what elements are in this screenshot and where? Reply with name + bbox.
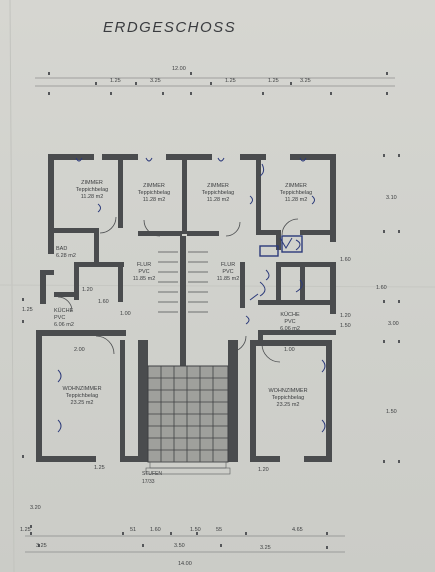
dim-top: 3.25	[150, 78, 161, 84]
dim-left: 1.00	[120, 311, 131, 317]
dim-top-overall: 12.00	[172, 66, 186, 72]
dim-right: 1.60	[376, 285, 387, 291]
dim-left-bottom: 3.20	[30, 505, 41, 511]
room-area: 11.28 m2	[142, 196, 166, 203]
door-swings	[57, 216, 299, 363]
room-area: 11.28 m2	[206, 196, 230, 203]
window-markings	[57, 157, 326, 433]
dim-bottom-small: 1.25	[20, 527, 31, 533]
room-area: 23.25 m2	[276, 401, 300, 408]
room-name: FLUR	[136, 262, 152, 268]
top-dimension-line	[35, 77, 395, 87]
room-area: 6.06 m2	[280, 325, 300, 332]
room-area: 6.06 m2	[54, 321, 74, 328]
dim-top: 1.25	[110, 78, 121, 84]
dim-bottom: 3.25	[260, 545, 271, 551]
dim-right: 1.60	[340, 257, 351, 263]
room-floor: PVC	[138, 268, 150, 275]
room-name: FLUR	[220, 262, 236, 268]
room-area: 11.85 m2	[216, 275, 240, 282]
room-name: WOHNZIMMER	[62, 386, 102, 392]
dim-bottom: 1.50	[190, 527, 201, 533]
dim-left: 1.60	[98, 299, 109, 305]
room-zimmer-4: ZIMMER Teppichbelag 11.28 m2	[274, 183, 318, 204]
paper-crease	[9, 0, 15, 572]
room-name: ZIMMER	[207, 183, 229, 189]
room-zimmer-3: ZIMMER Teppichbelag 11.28 m2	[196, 183, 240, 204]
room-area: 11.28 m2	[80, 193, 104, 200]
room-name: BAD	[56, 246, 68, 252]
left-dimension-ticks	[22, 298, 32, 535]
dim-right: 1.50	[386, 409, 397, 415]
room-name: KÜCHE	[54, 308, 74, 314]
dim-top: 1.25	[225, 78, 236, 84]
dim-right: 3.00	[388, 321, 399, 327]
dim-bottom-mid: 3.50	[174, 543, 185, 549]
room-name: KÜCHE	[280, 312, 300, 318]
room-floor: Teppichbelag	[279, 189, 313, 196]
room-floor: PVC	[222, 268, 234, 275]
room-floor: PVC	[284, 318, 296, 325]
dim-interior: 1.00	[284, 347, 295, 353]
room-name: WOHNZIMMER	[268, 388, 308, 394]
room-wohnzimmer-left: WOHNZIMMER Teppichbelag 23.25 m2	[52, 386, 112, 407]
room-zimmer-1: ZIMMER Teppichbelag 11.28 m2	[70, 180, 114, 201]
room-flur-left: FLUR PVC 11.85 m2	[124, 262, 164, 283]
dim-bottom-overall: 14.00	[178, 561, 192, 567]
stair-upper	[158, 251, 208, 313]
room-floor: Teppichbelag	[65, 392, 99, 399]
dim-bottom: 3.25	[36, 543, 47, 549]
room-area: 23.25 m2	[70, 399, 94, 406]
dim-bottom-small: 55	[216, 527, 223, 533]
dim-bottom: 4.65	[292, 527, 303, 533]
room-flur-right: FLUR PVC 11.85 m2	[208, 262, 248, 283]
right-dimension-ticks	[383, 154, 400, 463]
room-area: 6.28 m2	[56, 252, 76, 259]
dim-right: 1.50	[340, 323, 351, 329]
dim-left: 1.25	[22, 307, 33, 313]
room-floor: Teppichbelag	[137, 189, 171, 196]
dim-right: 3.10	[386, 195, 397, 201]
plan-title: ERDGESCHOSS	[103, 19, 237, 36]
bottom-dimension-ticks	[30, 525, 328, 549]
room-kueche-right: KÜCHE PVC 6.06 m2	[270, 312, 310, 333]
front-steps	[145, 461, 231, 475]
entrance-hall-grid	[148, 366, 228, 462]
bottom-dimension-line	[25, 535, 345, 553]
stair-dim: 17/33	[142, 479, 155, 485]
dim-bottom-small: 51	[130, 527, 137, 533]
room-floor: Teppichbelag	[201, 189, 235, 196]
paper-crease	[0, 284, 435, 288]
dim-right: 1.20	[340, 313, 351, 319]
dim-interior: 1.25	[94, 465, 105, 471]
room-name: ZIMMER	[143, 183, 165, 189]
stair-note: STUFEN	[142, 471, 162, 477]
pen-outlines	[259, 235, 303, 257]
room-area: 11.85 m2	[132, 275, 156, 282]
dim-top: 1.25	[268, 78, 279, 84]
dim-interior: 1.20	[82, 287, 93, 293]
dim-interior: 2.00	[74, 347, 85, 353]
room-area: 11.28 m2	[284, 196, 308, 203]
walls	[36, 154, 336, 462]
room-floor: Teppichbelag	[75, 186, 109, 193]
room-name: ZIMMER	[285, 183, 307, 189]
room-floor: PVC	[54, 314, 66, 321]
room-floor: Teppichbelag	[271, 394, 305, 401]
room-wohnzimmer-right: WOHNZIMMER Teppichbelag 23.25 m2	[258, 388, 318, 409]
dim-interior: 1.20	[258, 467, 269, 473]
room-zimmer-2: ZIMMER Teppichbelag 11.28 m2	[132, 183, 176, 204]
dim-top: 3.25	[300, 78, 311, 84]
room-kueche-left: KÜCHE PVC 6.06 m2	[54, 308, 94, 329]
top-dimension-ticks	[48, 72, 388, 95]
dim-bottom: 1.60	[150, 527, 161, 533]
room-bad: BAD 6.28 m2	[56, 246, 88, 260]
room-name: ZIMMER	[81, 180, 103, 186]
